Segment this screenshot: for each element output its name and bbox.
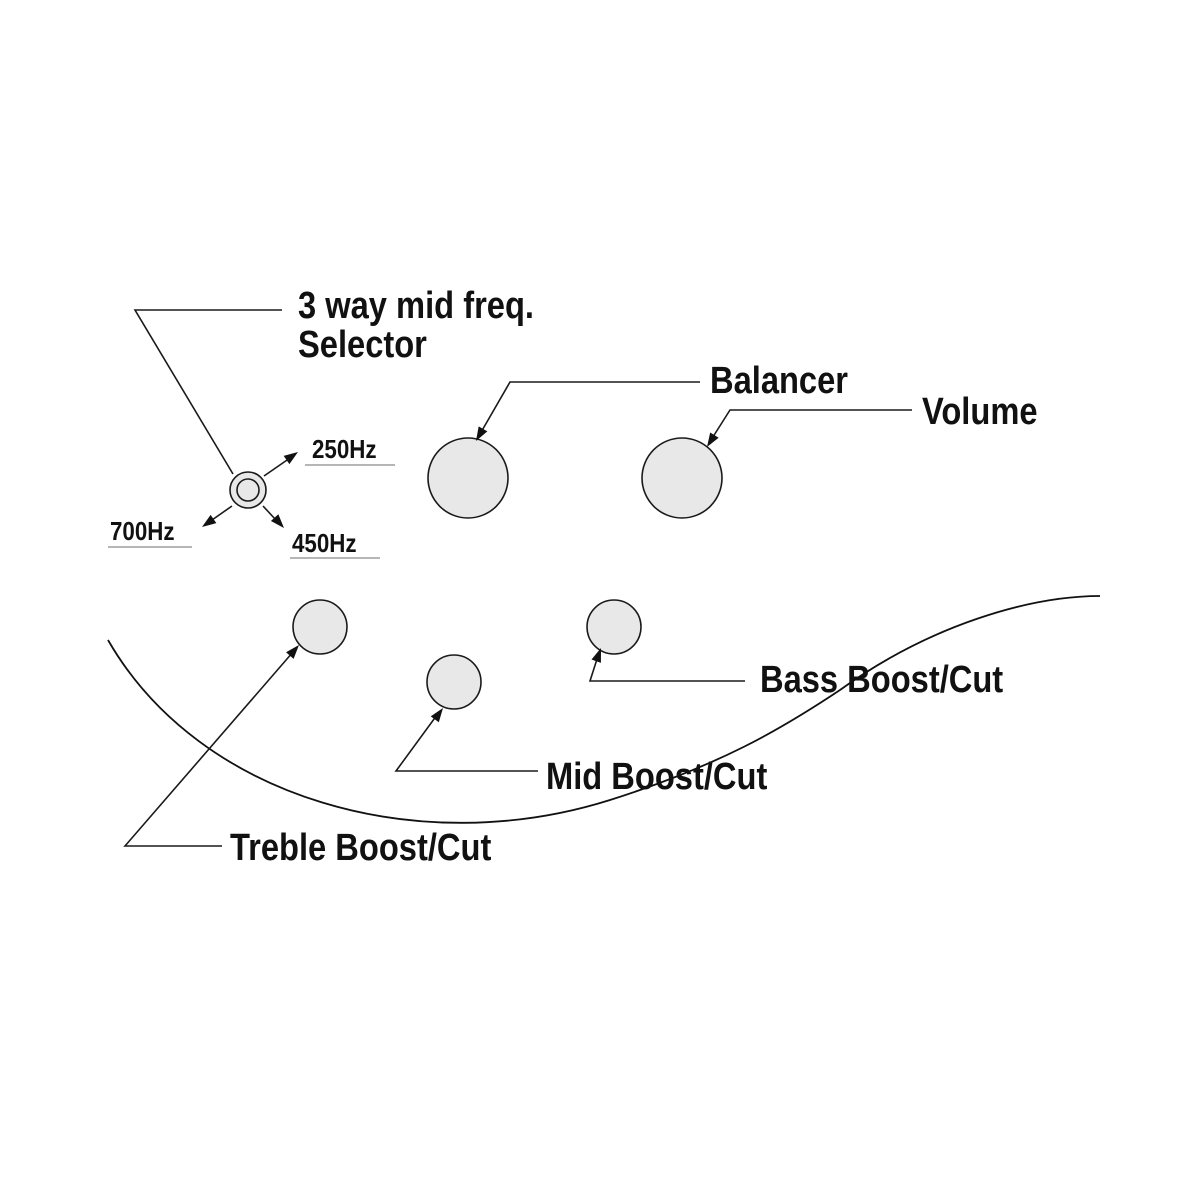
arrow-250-line <box>263 457 291 477</box>
arrowhead-balancer <box>476 426 488 441</box>
treble-leader-line <box>123 651 294 847</box>
balancer-label: Balancer <box>710 359 848 402</box>
bass-leader-line <box>588 655 745 682</box>
arrowhead-volume <box>707 432 719 447</box>
balancer-knob[interactable] <box>427 437 509 519</box>
selector-leader-line <box>133 309 282 475</box>
balancer-leader-line <box>479 381 700 435</box>
mid-label: Mid Boost/Cut <box>546 755 768 798</box>
arrowhead-mid <box>430 708 443 723</box>
selector-title-line2: Selector <box>298 323 427 366</box>
bass-label: Bass Boost/Cut <box>760 658 1003 701</box>
bass-knob[interactable] <box>586 599 642 655</box>
arrow-700-line <box>211 505 233 521</box>
arrow-450-line <box>262 505 277 521</box>
selector-title-line1: 3 way mid freq. <box>298 284 534 327</box>
freq-450-label: 450Hz <box>292 529 357 558</box>
mid-knob[interactable] <box>426 654 482 710</box>
treble-label: Treble Boost/Cut <box>230 826 492 869</box>
volume-knob[interactable] <box>641 437 723 519</box>
arrowhead-450 <box>270 514 284 528</box>
arrowhead-250 <box>283 452 298 465</box>
treble-knob[interactable] <box>292 599 348 655</box>
arrowhead-bass <box>591 648 601 663</box>
freq-700-label: 700Hz <box>110 517 175 546</box>
volume-label: Volume <box>922 390 1038 433</box>
freq-250-label: 250Hz <box>312 435 377 464</box>
body-outline-curve <box>107 595 1101 824</box>
arrowhead-700 <box>202 514 217 527</box>
mid-leader-line <box>394 714 538 772</box>
mid-freq-selector-switch-inner <box>236 478 260 502</box>
volume-leader-line <box>710 409 912 441</box>
arrowhead-treble <box>286 645 299 659</box>
